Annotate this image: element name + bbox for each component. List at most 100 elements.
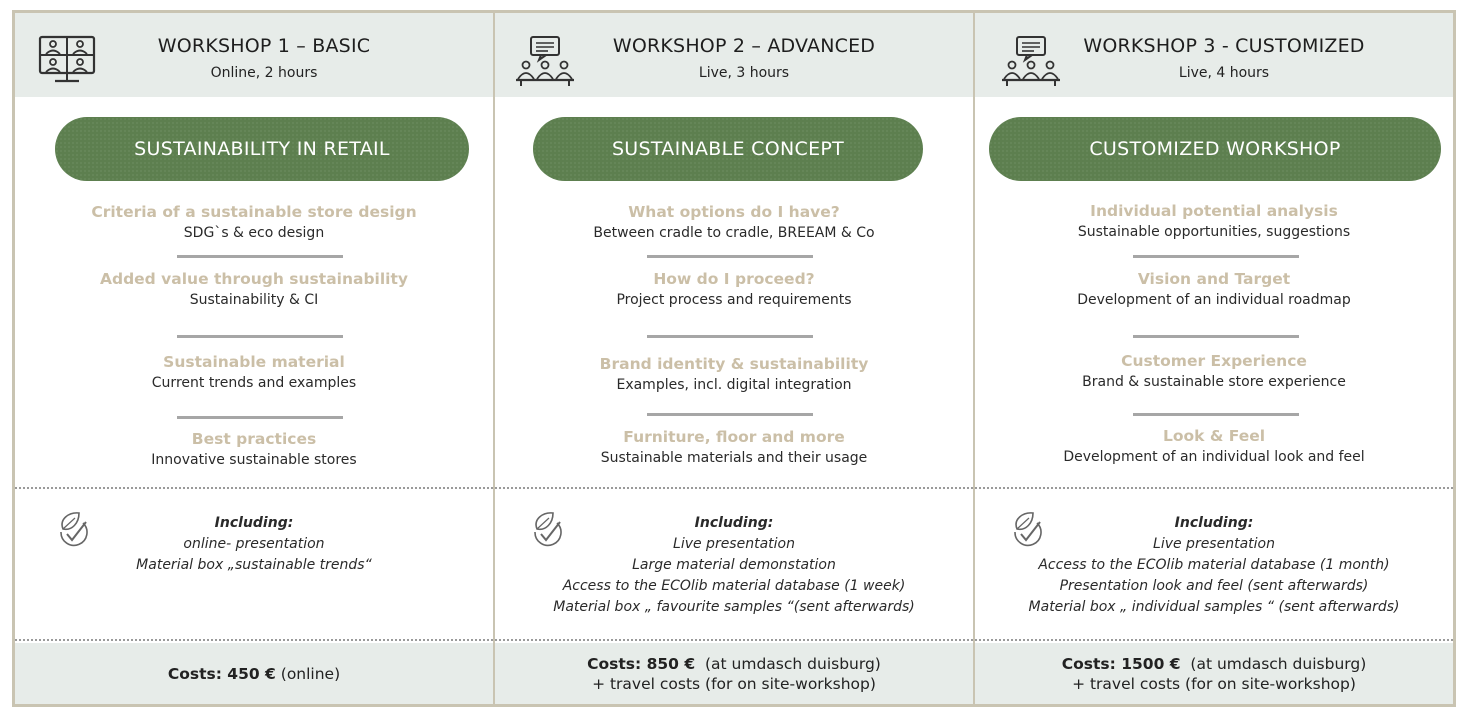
including-item: Large material demonstation	[632, 557, 836, 573]
meeting-icon	[516, 36, 574, 86]
topic-item: Look & Feel Development of an individual…	[975, 427, 1453, 465]
topic-description: Innovative sustainable stores	[151, 452, 357, 468]
topic-title: Sustainable material	[163, 353, 345, 371]
cost-line: Costs: 450 € (online)	[168, 664, 340, 684]
workshop-title: WORKSHOP 3 - CUSTOMIZED	[1083, 35, 1365, 57]
topic-item: Added value through sustainability Susta…	[15, 270, 493, 308]
topic-divider	[1133, 255, 1299, 258]
topic-banner: SUSTAINABILITY IN RETAIL	[55, 117, 469, 181]
section-divider	[495, 487, 973, 489]
topic-item: Furniture, floor and more Sustainable ma…	[495, 428, 973, 466]
topic-item: What options do I have? Between cradle t…	[495, 203, 973, 241]
topic-description: Development of an individual roadmap	[1077, 292, 1351, 308]
topic-description: Brand & sustainable store experience	[1082, 374, 1346, 390]
topic-divider	[1133, 335, 1299, 338]
topic-title: What options do I have?	[628, 203, 840, 221]
cost-footer: Costs: 1500 € (at umdasch duisburg) + tr…	[975, 643, 1453, 704]
topic-item: Customer Experience Brand & sustainable …	[975, 352, 1453, 390]
topic-banner: SUSTAINABLE CONCEPT	[533, 117, 923, 181]
topic-divider	[1133, 413, 1299, 416]
including-item: Material box „ favourite samples “(sent …	[553, 599, 915, 615]
topic-item: Sustainable material Current trends and …	[15, 353, 493, 391]
workshop-header: WORKSHOP 3 - CUSTOMIZED Live, 4 hours	[975, 13, 1453, 97]
eco-check-icon	[534, 512, 562, 547]
section-divider	[975, 639, 1453, 641]
workshop-column-3: WORKSHOP 3 - CUSTOMIZED Live, 4 hours CU…	[973, 13, 1453, 704]
topic-description: Current trends and examples	[151, 375, 357, 391]
cost-note: (online)	[275, 664, 341, 683]
topic-title: Customer Experience	[1121, 352, 1307, 370]
topic-item: Vision and Target Development of an indi…	[975, 270, 1453, 308]
including-item: Access to the ECOlib material database (…	[1038, 557, 1390, 573]
section-divider	[15, 639, 493, 641]
topic-description: SDG`s & eco design	[183, 225, 325, 241]
topic-item: How do I proceed? Project process and re…	[495, 270, 973, 308]
topic-title: Added value through sustainability	[99, 270, 409, 288]
workshop-column-1: WORKSHOP 1 – BASIC Online, 2 hours SUSTA…	[15, 13, 493, 704]
topic-divider	[647, 335, 813, 338]
topic-divider	[647, 255, 813, 258]
topic-description: Between cradle to cradle, BREEAM & Co	[593, 225, 875, 241]
meeting-icon	[1002, 36, 1060, 86]
cost-note: (at umdasch duisburg)	[1180, 654, 1367, 673]
workshop-header: WORKSHOP 1 – BASIC Online, 2 hours	[15, 13, 493, 97]
topic-description: Project process and requirements	[616, 292, 852, 308]
including-item: Material box „sustainable trends“	[136, 557, 372, 573]
workshop-subtitle: Online, 2 hours	[210, 65, 318, 81]
topic-divider	[647, 413, 813, 416]
topic-item: Criteria of a sustainable store design S…	[15, 203, 493, 241]
including-label: Including:	[214, 515, 294, 531]
section-divider	[15, 487, 493, 489]
cost-extra: + travel costs (for on site-workshop)	[592, 674, 876, 693]
topic-description: Sustainable opportunities, suggestions	[1077, 224, 1351, 240]
topic-title: Criteria of a sustainable store design	[91, 203, 417, 221]
topic-divider	[177, 416, 343, 419]
including-item: Live presentation	[673, 536, 795, 552]
including-label: Including:	[694, 515, 774, 531]
topic-description: Development of an individual look and fe…	[1063, 449, 1365, 465]
including-list: Including: online- presentation Material…	[15, 513, 493, 576]
topic-description: Sustainable materials and their usage	[600, 450, 868, 466]
topic-title: How do I proceed?	[653, 270, 815, 288]
topic-title: Vision and Target	[1137, 270, 1291, 288]
including-label: Including:	[1174, 515, 1254, 531]
video-conference-icon	[38, 35, 96, 83]
workshop-column-2: WORKSHOP 2 – ADVANCED Live, 3 hours SUST…	[493, 13, 973, 704]
topic-description: Examples, incl. digital integration	[616, 377, 852, 393]
including-item: Live presentation	[1153, 536, 1275, 552]
topic-description: Sustainability & CI	[189, 292, 319, 308]
including-item: online- presentation	[183, 536, 325, 552]
topic-item: Best practices Innovative sustainable st…	[15, 430, 493, 468]
including-item: Presentation look and feel (sent afterwa…	[1059, 578, 1369, 594]
topic-item: Brand identity & sustainability Examples…	[495, 355, 973, 393]
cost-extra: + travel costs (for on site-workshop)	[1072, 674, 1356, 693]
cost-label: Costs: 450 €	[167, 664, 276, 683]
workshop-title: WORKSHOP 1 – BASIC	[157, 35, 371, 57]
cost-footer: Costs: 450 € (online)	[15, 643, 493, 704]
workshop-header: WORKSHOP 2 – ADVANCED Live, 3 hours	[495, 13, 973, 97]
topic-title: Look & Feel	[1162, 427, 1266, 445]
section-divider	[495, 639, 973, 641]
topic-title: Best practices	[191, 430, 317, 448]
cost-note: (at umdasch duisburg)	[695, 654, 881, 673]
cost-footer: Costs: 850 € (at umdasch duisburg) + tra…	[495, 643, 973, 704]
topic-title: Furniture, floor and more	[623, 428, 845, 446]
topic-divider	[177, 255, 343, 258]
workshop-title: WORKSHOP 2 – ADVANCED	[612, 35, 876, 57]
topic-banner: CUSTOMIZED WORKSHOP	[989, 117, 1441, 181]
including-item: Material box „ individual samples “ (sen…	[1028, 599, 1400, 615]
topic-item: Individual potential analysis Sustainabl…	[975, 202, 1453, 240]
including-list: Including: Live presentation Large mater…	[495, 513, 973, 618]
section-divider	[975, 487, 1453, 489]
cost-line: Costs: 850 € (at umdasch duisburg)	[587, 654, 881, 674]
eco-check-icon	[60, 512, 88, 547]
including-item: Access to the ECOlib material database (…	[562, 578, 906, 594]
including-list: Including: Live presentation Access to t…	[975, 513, 1453, 618]
topic-title: Individual potential analysis	[1090, 202, 1338, 220]
topic-divider	[177, 335, 343, 338]
cost-label: Costs: 1500 €	[1061, 654, 1181, 673]
cost-line: Costs: 1500 € (at umdasch duisburg)	[1062, 654, 1367, 674]
eco-check-icon	[1014, 512, 1042, 547]
workshop-subtitle: Live, 4 hours	[1178, 65, 1270, 81]
workshop-subtitle: Live, 3 hours	[698, 65, 790, 81]
